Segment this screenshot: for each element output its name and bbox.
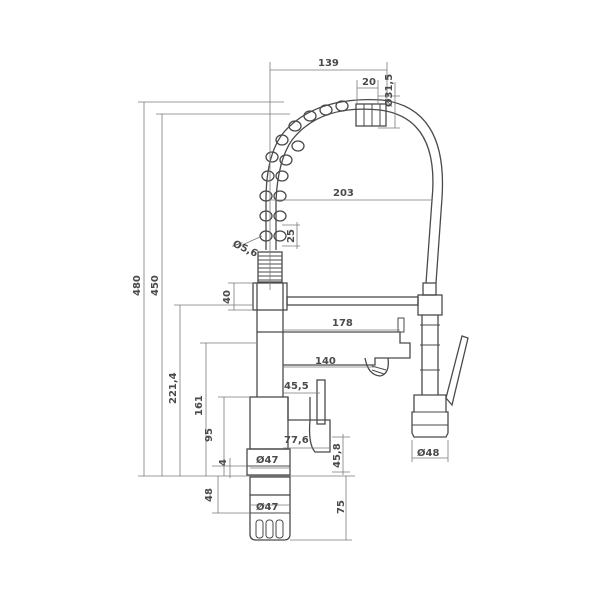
dim-95: 95: [204, 428, 215, 442]
dim-45-5: 45,5: [284, 381, 309, 392]
holder-arm: [286, 296, 419, 306]
dim-178: 178: [332, 318, 353, 329]
dim-diameter-47-lower: Ø47: [256, 501, 278, 513]
dim-diameter-31-5: Ø31,5: [383, 74, 395, 107]
dim-diameter-47-top: Ø47: [256, 454, 278, 466]
lever-base: [308, 419, 331, 453]
dim-77-6: 77,6: [284, 435, 309, 446]
spring-loops: [259, 100, 349, 242]
dim-221-4: 221,4: [168, 372, 179, 404]
dim-480: 480: [132, 275, 143, 296]
dim-diameter-5-6: Ø5,6: [231, 238, 260, 260]
dim-139: 139: [318, 58, 339, 69]
dimension-lines: [138, 62, 449, 541]
spray-holder-top: [417, 294, 443, 316]
dim-4: 4: [218, 459, 229, 466]
dim-203: 203: [333, 188, 354, 199]
spray-head: [411, 394, 449, 438]
dim-75: 75: [336, 500, 347, 514]
dim-450: 450: [150, 275, 161, 296]
spout: [257, 331, 411, 366]
dim-48: 48: [204, 488, 215, 502]
shank-body: [249, 495, 291, 541]
dim-40: 40: [222, 290, 233, 304]
dim-161: 161: [194, 395, 205, 416]
faucet-outline: [246, 98, 469, 541]
dim-diameter-48: Ø48: [417, 447, 439, 459]
shank-nut: [249, 476, 291, 496]
dim-20: 20: [362, 77, 376, 88]
mixer-lever: [316, 379, 326, 425]
dimension-labels: 139 20 Ø31,5 203 25 Ø5,6 40 178 140 45,5…: [132, 58, 439, 514]
dim-25: 25: [286, 229, 297, 243]
mixer-body: [249, 396, 289, 450]
hose-top-fitting: [355, 103, 387, 127]
spray-lever: [445, 335, 469, 407]
aerator: [364, 357, 389, 377]
hose-outer: [275, 108, 434, 284]
dim-45-8: 45,8: [332, 443, 343, 468]
dim-140: 140: [315, 356, 336, 367]
